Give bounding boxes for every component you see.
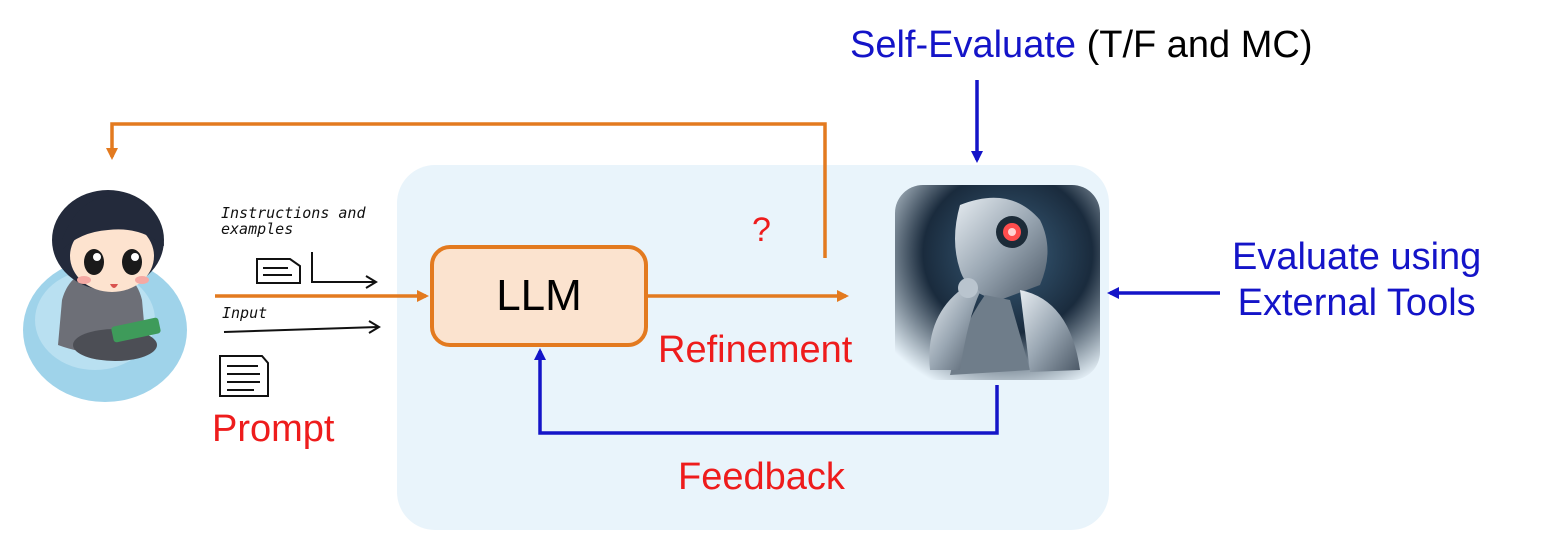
instructions-line2: examples	[221, 219, 294, 238]
external-eval-line1: Evaluate using	[1232, 236, 1482, 278]
diagram-title: Self-Evaluate (T/F and MC)	[850, 26, 1312, 64]
document-icon	[219, 355, 269, 397]
feedback-loop-arrow	[534, 348, 999, 435]
external-eval-line2: External Tools	[1237, 282, 1476, 325]
self-evaluate-label: Self-Evaluate	[850, 24, 1077, 66]
input-note: Input	[222, 304, 268, 322]
llm-label: LLM	[496, 271, 582, 320]
prompt-label: Prompt	[212, 408, 335, 450]
external-eval-label: Evaluate using External Tools	[1232, 234, 1481, 327]
refinement-label: Refinement	[658, 329, 853, 371]
llm-box: LLM	[430, 245, 648, 347]
input-arrow	[223, 326, 379, 333]
document-icon	[256, 258, 301, 284]
question-mark: ?	[752, 211, 771, 249]
instructions-arrow	[311, 252, 375, 283]
refinement-loop-arrow	[106, 122, 827, 258]
instructions-line1: Instructions and	[221, 204, 366, 222]
feedback-label: Feedback	[678, 456, 845, 498]
self-evaluate-qualifier: (T/F and MC)	[1076, 24, 1313, 66]
instructions-note: Instructions and examples	[221, 204, 366, 238]
